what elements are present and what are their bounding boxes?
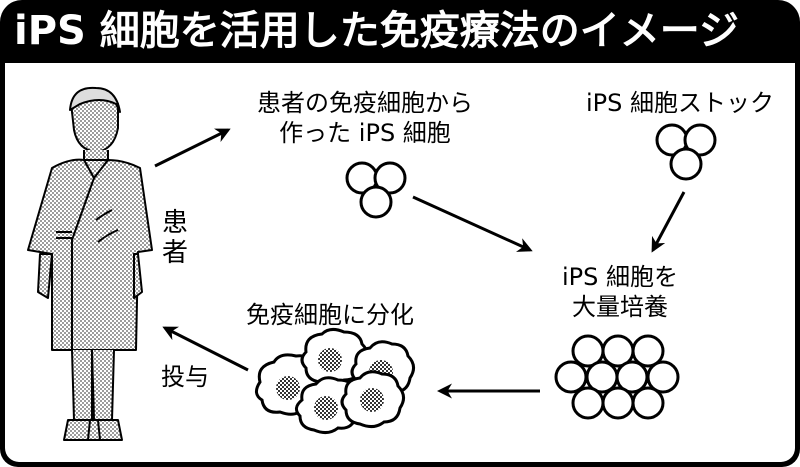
ips-cell bbox=[373, 161, 407, 195]
ips-cell bbox=[669, 147, 703, 181]
patient-label: 患 者 bbox=[161, 208, 188, 268]
mass-culture-label: iPS 細胞を 大量培養 bbox=[561, 263, 678, 321]
patient-shoes bbox=[63, 419, 123, 441]
ips-stock-label: iPS 細胞ストック bbox=[585, 89, 774, 117]
arrow-ips-to-culture bbox=[412, 195, 533, 252]
differentiation-label: 免疫細胞に分化 bbox=[246, 301, 414, 329]
patient-ips-cells-label: 患者の免疫細胞から 作った iPS 細胞 bbox=[257, 89, 473, 147]
administer-label: 投与 bbox=[161, 363, 209, 391]
ips-cell bbox=[359, 185, 393, 219]
diagram-title: iPS 細胞を活用した免疫療法のイメージ bbox=[14, 8, 739, 54]
patient-figure bbox=[27, 86, 153, 441]
ips-cell bbox=[571, 386, 605, 420]
mass-culture-cell-cluster bbox=[554, 334, 680, 420]
patient-hair bbox=[69, 86, 121, 113]
immune-cell-cluster bbox=[255, 327, 415, 435]
ips-cell bbox=[554, 360, 588, 394]
arrow-stock-to-culture bbox=[651, 191, 686, 253]
patient-ips-cell-cluster bbox=[345, 161, 407, 219]
patient-legs bbox=[71, 349, 115, 421]
immune-cell bbox=[340, 370, 405, 429]
arrow-immune-to-patient bbox=[162, 326, 249, 372]
ips-cell bbox=[601, 386, 635, 420]
ips-stock-cell-cluster bbox=[655, 123, 717, 181]
ips-cell bbox=[683, 123, 717, 157]
ips-cell bbox=[631, 334, 665, 368]
ips-cell bbox=[646, 360, 680, 394]
immune-cell bbox=[300, 327, 369, 387]
arrow-patient-to-ips bbox=[154, 128, 231, 168]
ips-cell bbox=[631, 386, 665, 420]
